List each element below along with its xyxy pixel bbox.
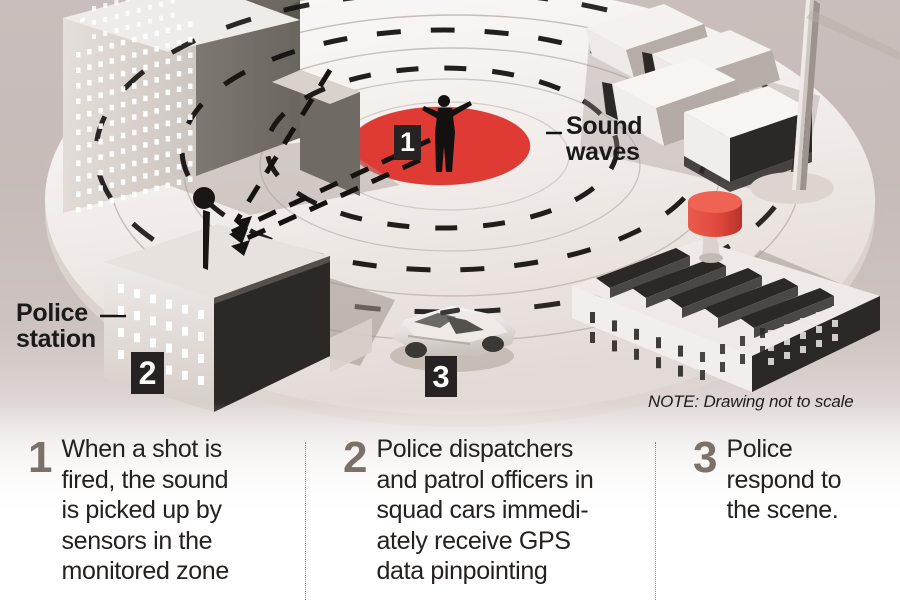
caption-number-3: 3 xyxy=(693,433,718,482)
caption-text-1: When a shot is fired, the sound is picke… xyxy=(61,435,229,585)
caption-step-1: 1 When a shot is fired, the sound is pic… xyxy=(0,432,305,587)
caption-area-background xyxy=(0,402,900,600)
caption-text-3: Police respond to the scene. xyxy=(726,435,842,524)
light-pole xyxy=(750,0,900,204)
shooter-figure xyxy=(422,95,472,172)
marker-chip-3: 3 xyxy=(425,356,457,397)
background-blocks xyxy=(330,318,372,372)
caption-divider-2 xyxy=(655,442,656,600)
police-station-label: Police station xyxy=(16,299,96,354)
marker-chip-1: 1 xyxy=(394,125,421,160)
sound-path-arrowheads xyxy=(229,216,252,256)
acoustic-sensor-antenna xyxy=(193,187,215,270)
office-towers xyxy=(63,0,400,215)
sound-waves-label: Sound waves xyxy=(566,112,643,167)
tower-windows xyxy=(80,17,85,23)
warehouse-row xyxy=(580,4,820,200)
caption-divider-1 xyxy=(305,442,306,600)
caption-number-1: 1 xyxy=(28,433,53,482)
marker-chip-2: 2 xyxy=(131,352,164,394)
caption-text-2: Police dispatchers and patrol officers i… xyxy=(376,435,594,585)
caption-number-2: 2 xyxy=(343,433,368,482)
caption-step-3: 3 Police respond to the scene. xyxy=(655,432,900,526)
caption-row: 1 When a shot is fired, the sound is pic… xyxy=(0,432,900,600)
police-patrol-car xyxy=(390,306,516,372)
caption-step-2: 2 Police dispatchers and patrol officers… xyxy=(305,432,655,587)
